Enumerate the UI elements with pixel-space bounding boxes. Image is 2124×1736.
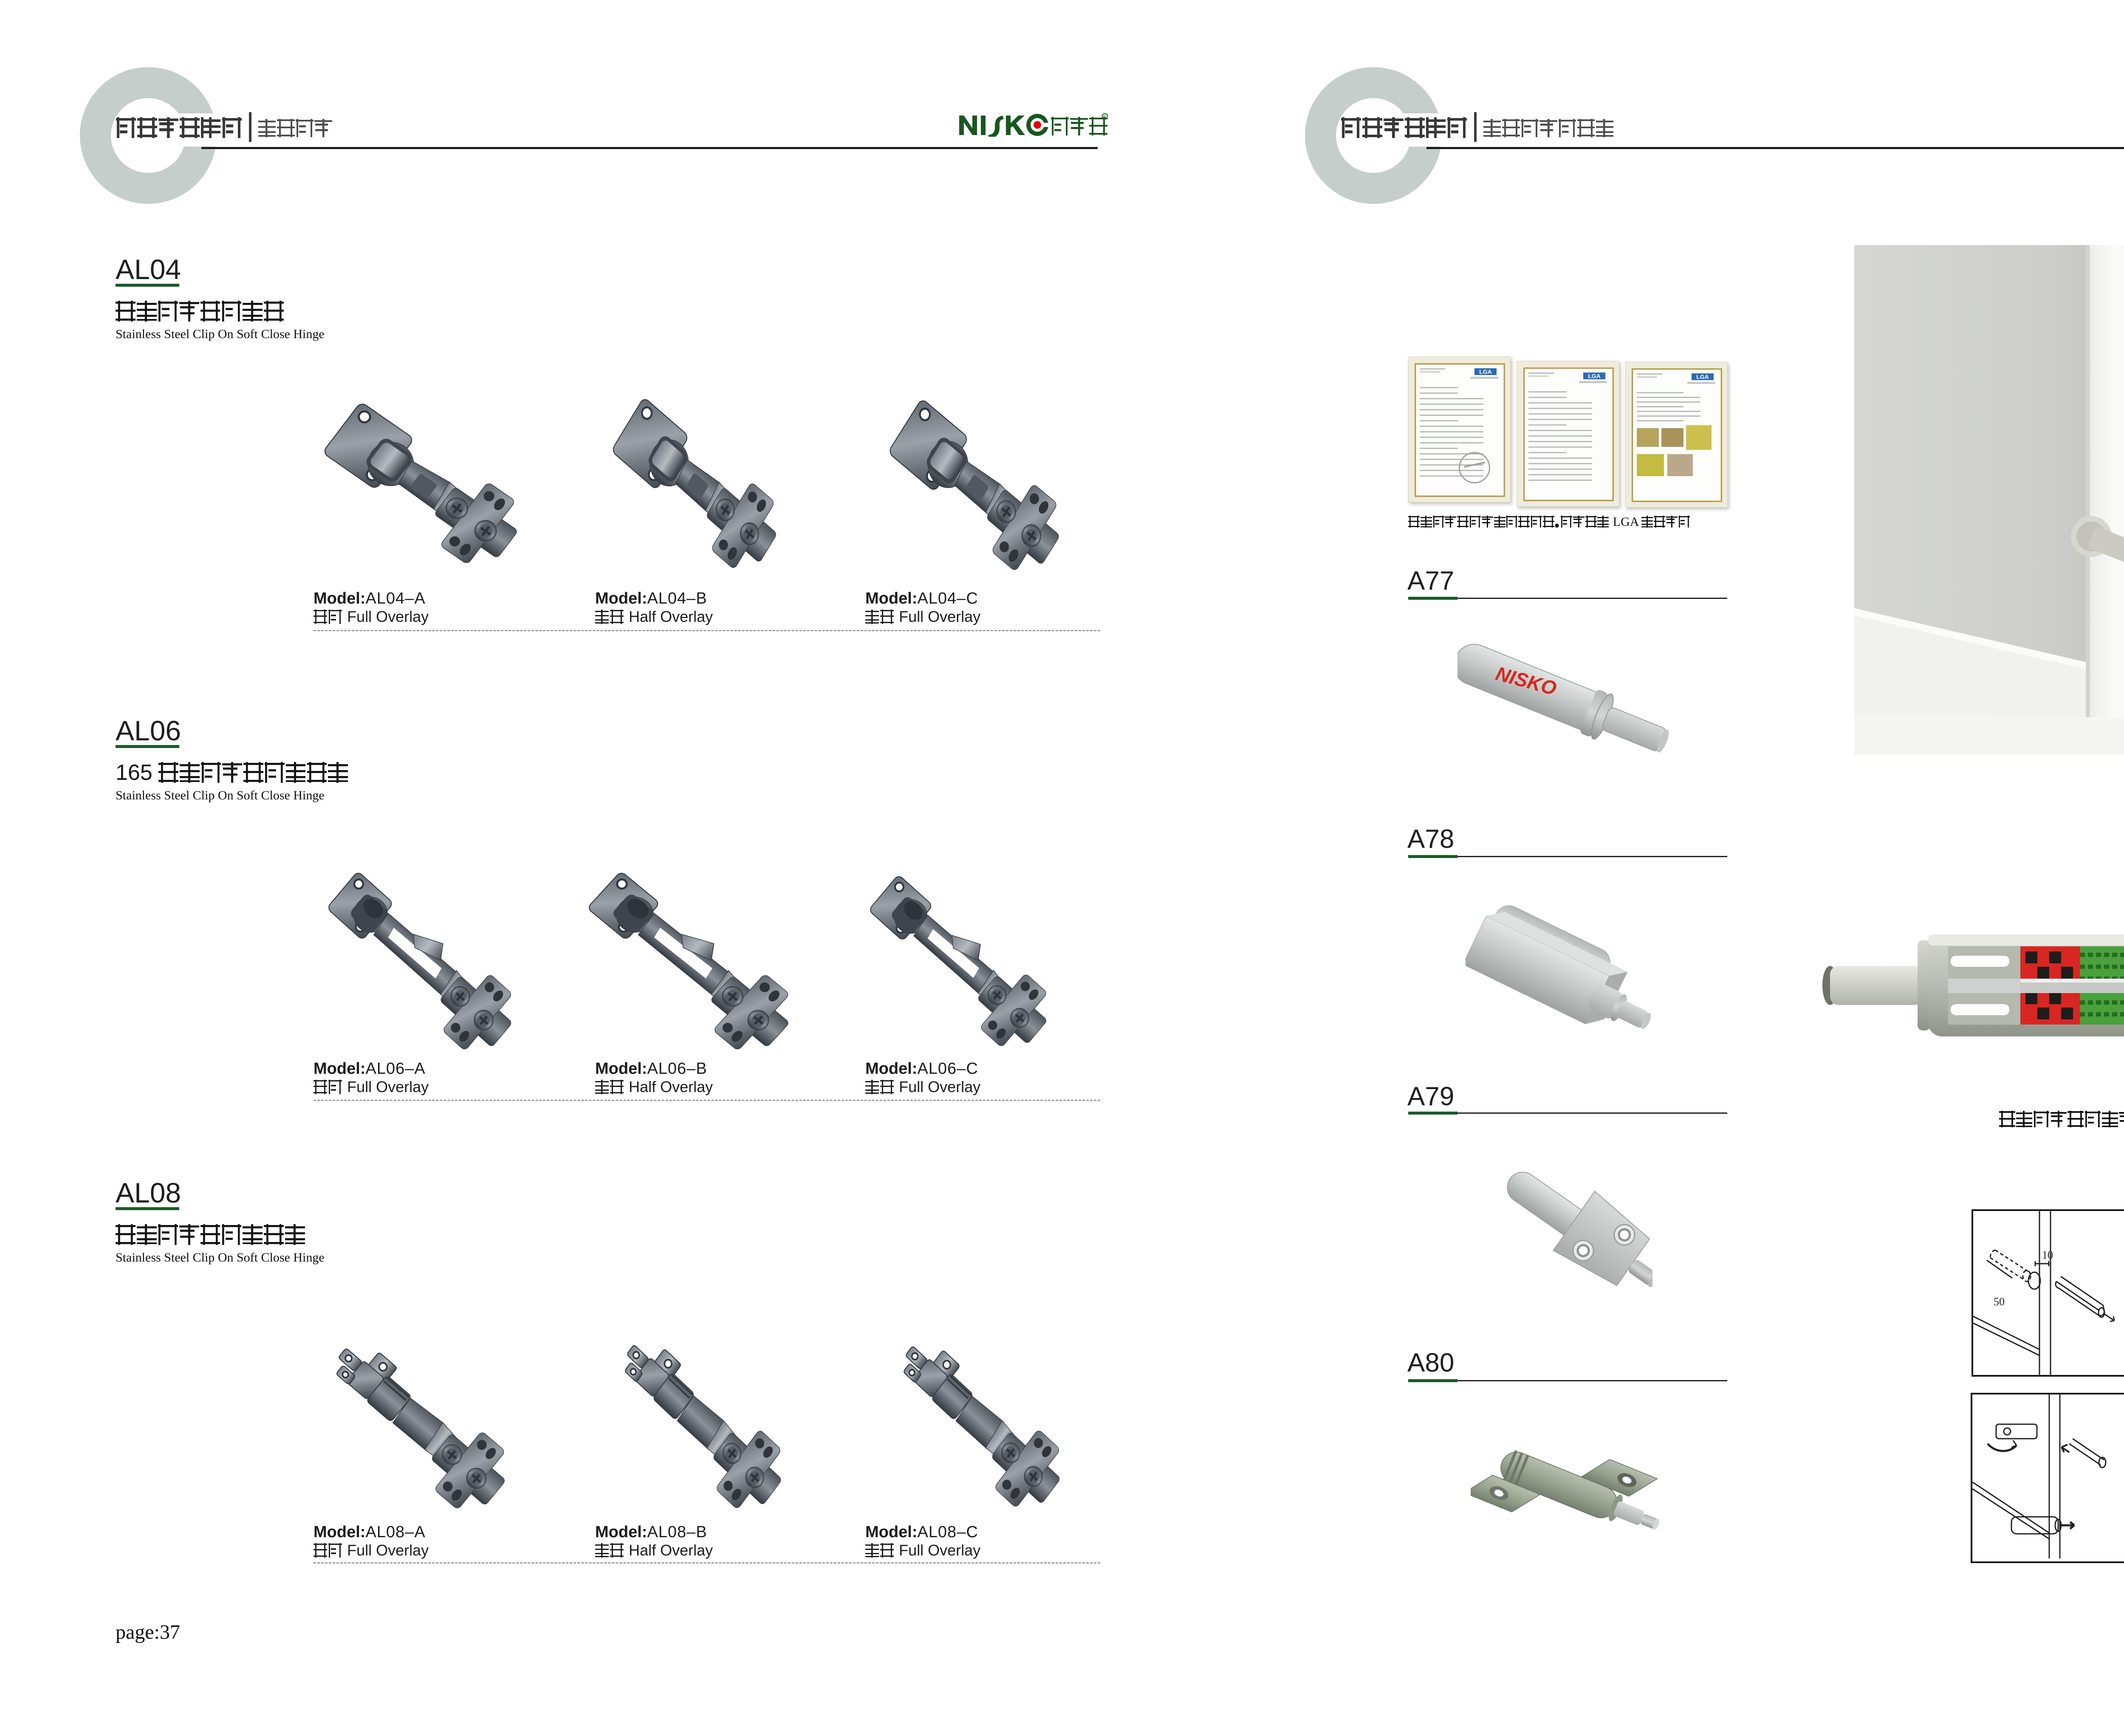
svg-text:50: 50 (1994, 1296, 2005, 1308)
svg-text:10: 10 (2042, 1249, 2053, 1261)
